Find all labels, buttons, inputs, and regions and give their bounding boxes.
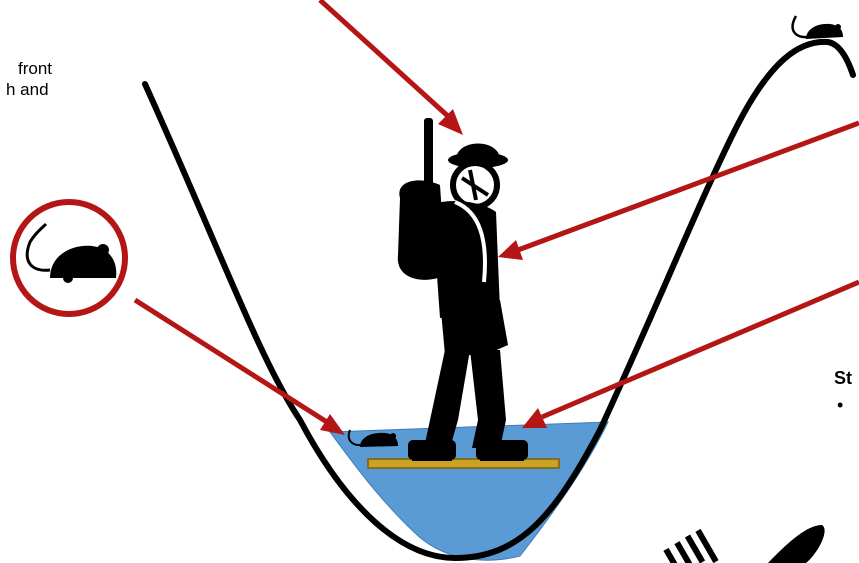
- knife-icon: [768, 525, 825, 563]
- hiker-figure: [398, 118, 528, 461]
- mouse-icon: [793, 16, 843, 39]
- fork-icon: [663, 529, 718, 563]
- arrow-to-hat: [320, 0, 450, 118]
- left-text-line-1: front: [18, 59, 52, 79]
- right-heading: St: [834, 367, 852, 389]
- arrow-to-strap-head: [498, 240, 523, 260]
- left-text-line-2: h and: [6, 80, 49, 100]
- arrow-from-circle: [135, 300, 330, 424]
- right-bullet: •: [837, 396, 843, 414]
- plank: [368, 459, 559, 468]
- arrow-to-water: [542, 282, 859, 417]
